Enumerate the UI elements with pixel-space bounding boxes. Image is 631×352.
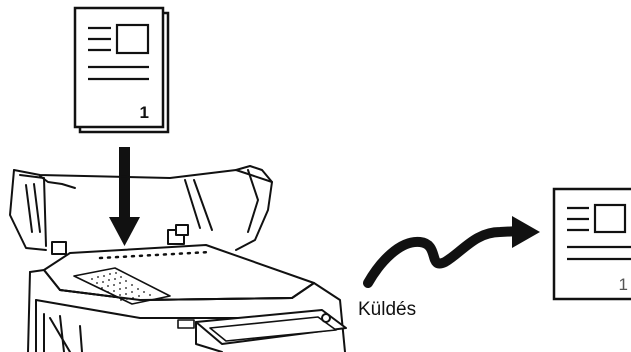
sent-document: 1 [554,189,631,299]
down-arrow-icon [109,147,140,246]
original-page-number: 1 [140,103,149,122]
copier-scanner-icon [10,166,346,352]
original-document: 1 [75,8,168,132]
curved-send-arrow-icon [368,216,540,283]
send-label: Küldés [358,300,416,319]
sent-page-number: 1 [619,275,628,294]
